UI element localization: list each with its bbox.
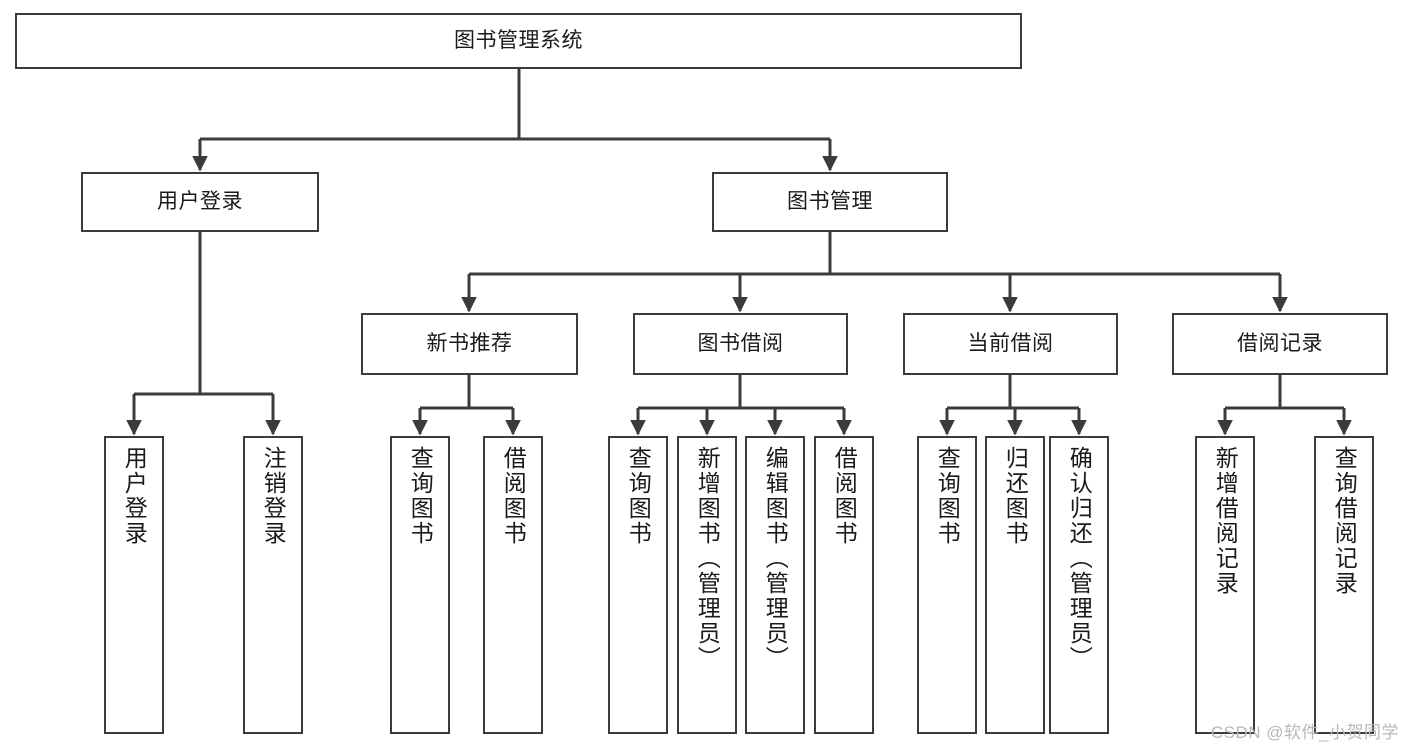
leaf-label: 确认归还（管理员） <box>1066 446 1093 671</box>
watermark-text: CSDN @软件_小贺同学 <box>1210 723 1399 742</box>
leaf-label: 编辑图书（管理员） <box>762 446 789 671</box>
node-label: 用户登录 <box>157 189 243 213</box>
leaf-user-logout[interactable]: 注销登录 <box>243 436 303 734</box>
leaf-return-book[interactable]: 归还图书 <box>985 436 1045 734</box>
leaf-edit-book-admin[interactable]: 编辑图书（管理员） <box>745 436 805 734</box>
leaf-label: 查询图书 <box>407 446 434 546</box>
node-new-book-recommendation[interactable]: 新书推荐 <box>361 313 578 375</box>
leaf-label: 新增借阅记录 <box>1212 446 1239 596</box>
leaf-label: 借阅图书 <box>500 446 527 546</box>
node-label: 当前借阅 <box>967 331 1054 355</box>
node-label: 图书管理 <box>787 189 873 213</box>
leaf-query-book-newrec[interactable]: 查询图书 <box>390 436 450 734</box>
node-label: 借阅记录 <box>1237 331 1323 355</box>
leaf-query-book-current[interactable]: 查询图书 <box>917 436 977 734</box>
node-label: 图书借阅 <box>697 331 784 355</box>
node-book-borrow[interactable]: 图书借阅 <box>633 313 848 375</box>
node-root-book-management-system[interactable]: 图书管理系统 <box>15 13 1022 69</box>
leaf-label: 查询借阅记录 <box>1331 446 1358 596</box>
leaf-label: 用户登录 <box>121 446 148 546</box>
leaf-label: 新增图书（管理员） <box>694 446 721 671</box>
node-current-borrow[interactable]: 当前借阅 <box>903 313 1118 375</box>
leaf-user-login[interactable]: 用户登录 <box>104 436 164 734</box>
leaf-label: 借阅图书 <box>831 446 858 546</box>
leaf-label: 查询图书 <box>934 446 961 546</box>
node-borrow-record[interactable]: 借阅记录 <box>1172 313 1388 375</box>
leaf-add-book-admin[interactable]: 新增图书（管理员） <box>677 436 737 734</box>
node-user-login[interactable]: 用户登录 <box>81 172 319 232</box>
leaf-query-book-borrow[interactable]: 查询图书 <box>608 436 668 734</box>
node-label: 新书推荐 <box>426 331 513 355</box>
leaf-label: 注销登录 <box>260 446 287 546</box>
leaf-label: 归还图书 <box>1002 446 1029 546</box>
leaf-borrow-book-newrec[interactable]: 借阅图书 <box>483 436 543 734</box>
leaf-borrow-book[interactable]: 借阅图书 <box>814 436 874 734</box>
node-book-management[interactable]: 图书管理 <box>712 172 948 232</box>
leaf-query-borrow-record[interactable]: 查询借阅记录 <box>1314 436 1374 734</box>
leaf-add-borrow-record[interactable]: 新增借阅记录 <box>1195 436 1255 734</box>
leaf-label: 查询图书 <box>625 446 652 546</box>
node-label: 图书管理系统 <box>454 28 583 52</box>
leaf-confirm-return-admin[interactable]: 确认归还（管理员） <box>1049 436 1109 734</box>
